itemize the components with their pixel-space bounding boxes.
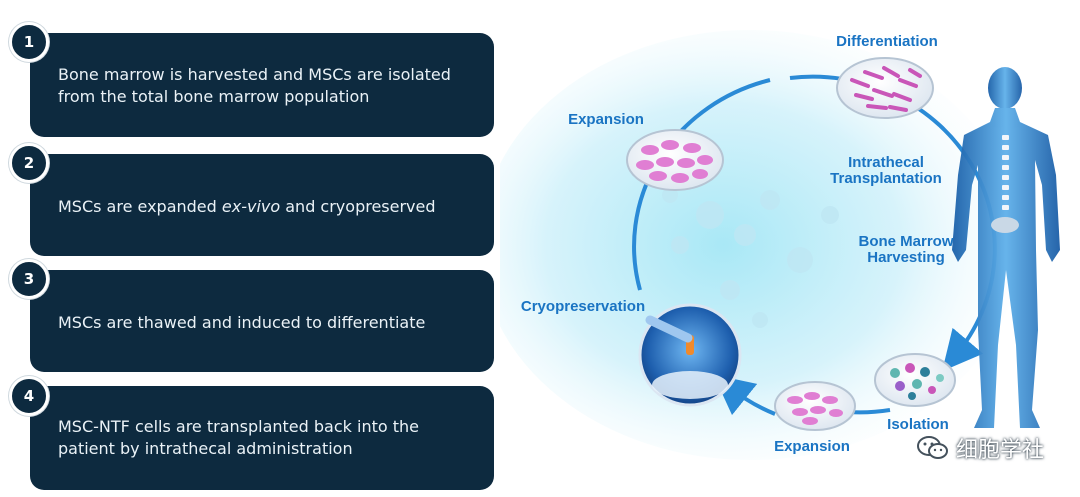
label-intrathecal-line-2: Transplantation — [830, 170, 942, 187]
label-differentiation: Differentiation — [836, 33, 938, 50]
expansion-dish-top-icon — [626, 129, 724, 191]
expansion-dish-bottom-icon — [774, 381, 856, 431]
step-2-number: 2 — [9, 143, 49, 183]
isolation-dish-icon — [874, 353, 956, 407]
step-3-number: 3 — [9, 259, 49, 299]
background-glow — [500, 30, 1020, 460]
label-bone-marrow-harvesting: Bone Marrow Harvesting — [848, 234, 964, 266]
step-4-panel: MSC-NTF cells are transplanted back into… — [30, 386, 494, 490]
step-1-number: 1 — [9, 22, 49, 62]
step-1-panel: Bone marrow is harvested and MSCs are is… — [30, 33, 494, 137]
label-isolation: Isolation — [887, 416, 949, 433]
differentiation-dish-icon — [836, 57, 934, 119]
spine-icon — [991, 135, 1019, 233]
step-4-number: 4 — [9, 376, 49, 416]
step-2-text-after: and cryopreserved — [280, 197, 436, 216]
cryopreservation-icon — [638, 303, 742, 407]
label-cryopreservation: Cryopreservation — [520, 298, 646, 315]
step-3-panel: MSCs are thawed and induced to different… — [30, 270, 494, 372]
label-bone-marrow-line-1: Bone Marrow — [858, 233, 954, 250]
watermark: 细胞学社 — [916, 432, 1044, 464]
step-2-text: MSCs are expanded ex-vivo and cryopreser… — [58, 196, 476, 218]
step-4-line-1: MSC-NTF cells are transplanted back into… — [58, 417, 419, 436]
background-molecules — [662, 187, 839, 328]
cell-therapy-cycle-diagram — [500, 30, 1060, 460]
label-intrathecal-line-1: Intrathecal — [848, 154, 924, 171]
step-3-text: MSCs are thawed and induced to different… — [58, 313, 426, 332]
label-bone-marrow-line-2: Harvesting — [867, 249, 945, 266]
step-1-line-1: Bone marrow is harvested and MSCs are is… — [58, 65, 451, 84]
human-silhouette-icon — [952, 67, 1060, 428]
label-intrathecal-transplantation: Intrathecal Transplantation — [818, 155, 954, 187]
label-expansion-bottom: Expansion — [774, 438, 850, 455]
step-1-line-2: from the total bone marrow population — [58, 87, 370, 106]
step-2-text-before: MSCs are expanded — [58, 197, 222, 216]
watermark-text: 细胞学社 — [955, 438, 1044, 463]
wechat-icon — [916, 436, 948, 459]
step-4-text: MSC-NTF cells are transplanted back into… — [58, 416, 476, 460]
step-4-line-2: patient by intrathecal administration — [58, 439, 353, 458]
step-1-text: Bone marrow is harvested and MSCs are is… — [58, 64, 476, 108]
step-2-panel: MSCs are expanded ex-vivo and cryopreser… — [30, 154, 494, 256]
step-2-text-italic: ex-vivo — [221, 197, 281, 216]
label-expansion-top: Expansion — [568, 111, 644, 128]
